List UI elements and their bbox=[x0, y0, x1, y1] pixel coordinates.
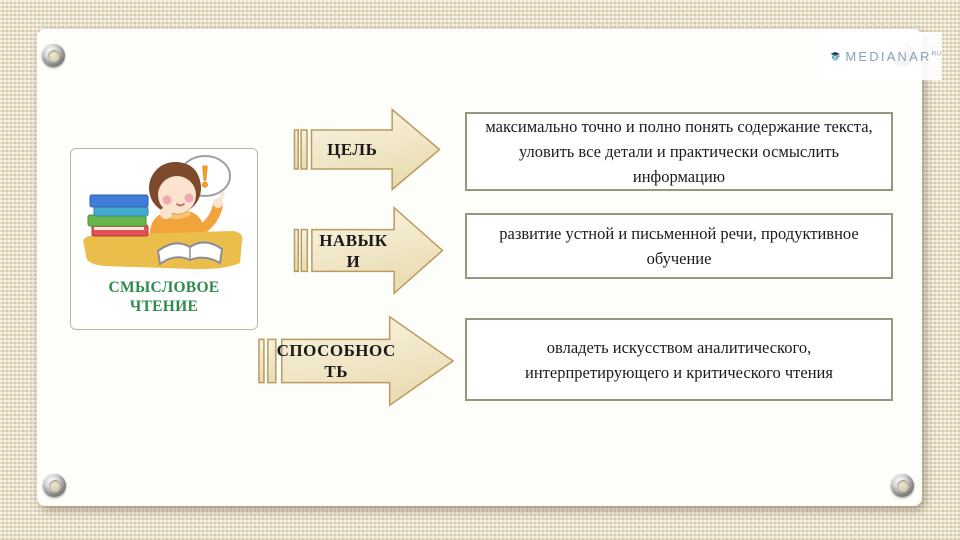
exclamation-mark: ! bbox=[200, 158, 211, 194]
corner-pin-bottom-left-icon bbox=[43, 474, 66, 497]
arrow-goal: ЦЕЛЬ bbox=[293, 107, 441, 192]
figure-caption: СМЫСЛОВОЕ ЧТЕНИЕ bbox=[109, 278, 220, 316]
ability-description-text: овладеть искусством аналитического, инте… bbox=[525, 337, 833, 382]
ability-description-box: овладеть искусством аналитического, инте… bbox=[465, 318, 893, 401]
medianar-logo: MEDIANARRU bbox=[824, 32, 942, 80]
brand-suffix: RU bbox=[931, 50, 942, 58]
arrow-skills: НАВЫК И bbox=[293, 205, 444, 296]
striped-right-arrow-icon bbox=[293, 205, 444, 296]
skills-description-text: развитие устной и письменной речи, проду… bbox=[499, 224, 859, 268]
globe-graduation-cap-icon bbox=[830, 52, 840, 61]
goal-description-box: максимально точно и полно понять содержа… bbox=[465, 112, 893, 191]
figure-caption-line1: СМЫСЛОВОЕ bbox=[108, 279, 220, 296]
skills-description-box: развитие устной и письменной речи, проду… bbox=[465, 213, 893, 279]
smyslovoe-chtenie-panel: ! bbox=[70, 148, 258, 330]
figure-caption-line2: ЧТЕНИЕ bbox=[129, 298, 199, 315]
striped-right-arrow-icon bbox=[293, 107, 441, 192]
brand-name: MEDIANARRU bbox=[845, 48, 942, 64]
arrow-ability-label: СПОСОБНОС ТЬ bbox=[276, 341, 396, 381]
corner-pin-top-left-icon bbox=[42, 44, 65, 67]
arrow-ability: СПОСОБНОС ТЬ bbox=[257, 314, 455, 408]
arrow-goal-label: ЦЕЛЬ bbox=[327, 140, 378, 159]
corner-pin-bottom-right-icon bbox=[891, 474, 914, 497]
reading-child-illustration: ! bbox=[83, 155, 243, 270]
goal-description-text: максимально точно и полно понять содержа… bbox=[485, 117, 873, 186]
striped-right-arrow-icon bbox=[257, 314, 455, 408]
arrow-skills-label: НАВЫК И bbox=[319, 230, 388, 271]
